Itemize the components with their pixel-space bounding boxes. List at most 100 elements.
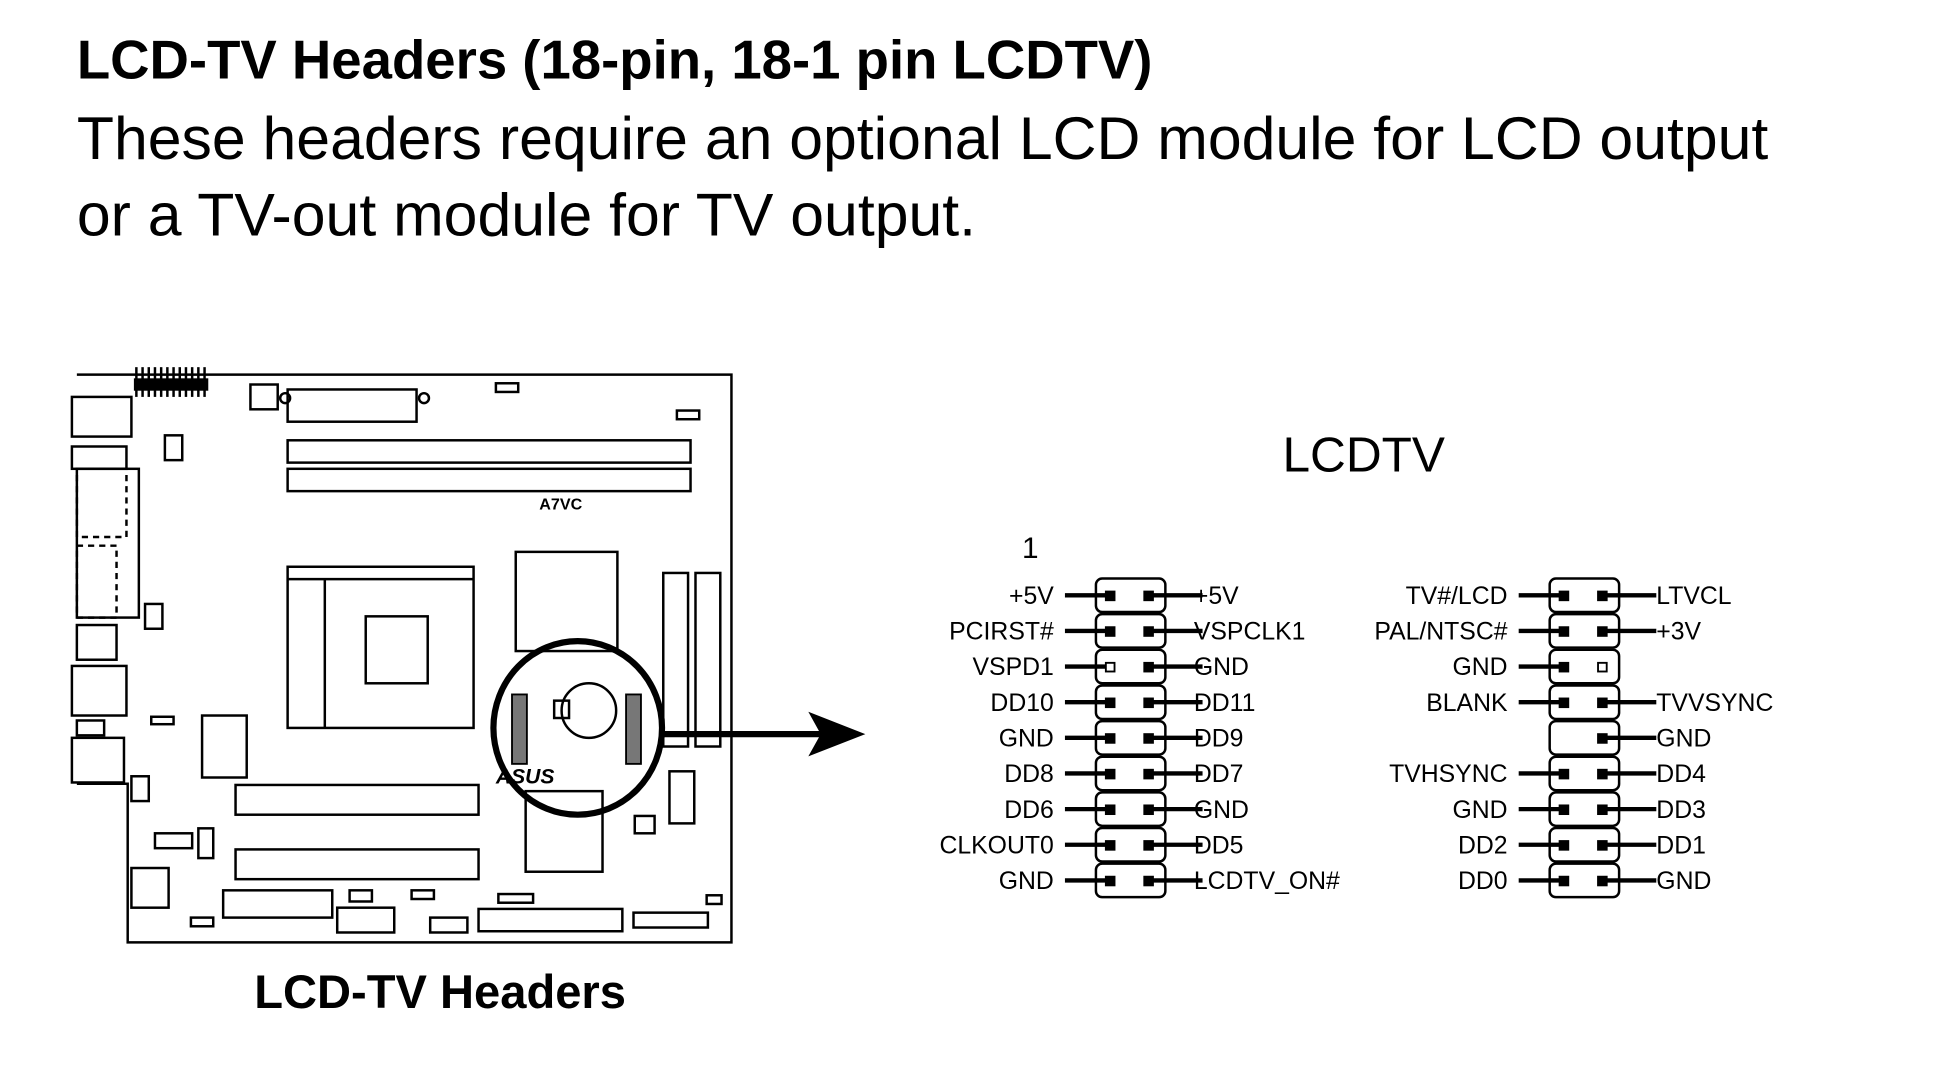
pci-slot-1	[234, 783, 480, 816]
cpu-socket	[286, 565, 475, 730]
io-ps2	[70, 395, 133, 438]
top-pin-header	[133, 367, 209, 397]
description-line-1: These headers require an optional LCD mo…	[77, 104, 1769, 172]
pin-label-left: VSPD1	[973, 654, 1054, 681]
pin-label-right: DD9	[1194, 726, 1244, 753]
pin-label-right: DD1	[1656, 832, 1706, 859]
connector-small	[143, 602, 164, 630]
pin-row: PCIRST#VSPCLK1	[949, 612, 1306, 649]
pin-label-left: PAL/NTSC#	[1374, 619, 1507, 646]
lcdtv-header-right	[625, 693, 642, 765]
battery	[560, 682, 618, 740]
pin	[1558, 590, 1570, 602]
pin-label-left: TV#/LCD	[1406, 583, 1508, 610]
pin	[1597, 875, 1608, 887]
pin-label-right: GND	[1656, 868, 1711, 895]
pin-row: TVHSYNC DD4	[1389, 755, 1706, 792]
pin	[1143, 626, 1154, 637]
pin-label-left: DD6	[1004, 797, 1054, 824]
pin	[1104, 697, 1116, 709]
pin-label-right: DD3	[1656, 797, 1706, 824]
pin-label-right: DD4	[1656, 761, 1706, 788]
pci-slot-2	[234, 848, 480, 881]
highlight-circle	[490, 638, 666, 818]
pin	[1597, 590, 1608, 602]
io-port	[70, 445, 128, 471]
pin	[1597, 697, 1608, 709]
pin	[1558, 875, 1570, 887]
pin-label-left: GND	[999, 726, 1054, 753]
pin	[1104, 840, 1116, 851]
motherboard-diagram: A7VC	[70, 367, 866, 1018]
connector-title: LCDTV	[1282, 426, 1445, 482]
pin-label-right: LTVCL	[1656, 583, 1731, 610]
pin	[1143, 697, 1154, 709]
description-line-2: or a TV-out module for TV output.	[77, 181, 976, 249]
pin-row: DD2 DD1	[1458, 826, 1706, 863]
pin-label-right: GND	[1194, 797, 1249, 824]
pin-row: VSPD1 GND	[973, 648, 1249, 685]
pin-label-left: TVHSYNC	[1389, 761, 1507, 788]
pin-label-left: DD8	[1004, 761, 1054, 788]
pin-label-left: GND	[1452, 654, 1507, 681]
pin-label-left: +5V	[1009, 583, 1054, 610]
pin-label-right: TVVSYNC	[1656, 690, 1773, 717]
pin	[1104, 768, 1116, 780]
board-caption: LCD-TV Headers	[254, 965, 626, 1018]
io-audio	[75, 719, 106, 737]
pin	[1558, 626, 1570, 637]
pin	[1143, 768, 1154, 780]
dimm-slot-2	[286, 467, 692, 493]
pin-label-right: +3V	[1656, 619, 1701, 646]
pin	[1597, 840, 1608, 851]
pin	[1143, 840, 1154, 851]
pin	[1143, 590, 1154, 602]
io-audio-jacks	[70, 736, 126, 784]
jumper	[494, 382, 520, 394]
pin-row: GND	[1452, 648, 1621, 685]
northbridge-chip	[514, 550, 619, 653]
io-serial-vga	[75, 467, 141, 619]
pin-label-left: DD2	[1458, 832, 1508, 859]
pin-no-connect	[1597, 661, 1608, 673]
pin-label-right: +5V	[1194, 583, 1239, 610]
pin	[1104, 626, 1116, 637]
pin	[1597, 733, 1608, 744]
pin-row: PAL/NTSC# +3V	[1374, 612, 1702, 649]
cpu-die	[364, 615, 429, 685]
pin	[1143, 661, 1154, 673]
arrow-head-icon	[808, 711, 866, 757]
board-model-label: A7VC	[539, 496, 582, 514]
ide-slot-1	[662, 571, 690, 748]
floppy-connector	[477, 907, 624, 933]
pin	[1558, 840, 1570, 851]
pin	[1104, 804, 1116, 816]
pin	[1597, 804, 1608, 816]
pin-label-left: GND	[999, 868, 1054, 895]
pin	[1104, 661, 1116, 673]
chip-small	[249, 383, 279, 411]
pin	[1597, 768, 1608, 780]
jumper	[675, 409, 701, 421]
parallel-port	[286, 388, 418, 423]
pin	[1104, 590, 1116, 602]
pin-row: GND DD9	[999, 719, 1244, 756]
pin	[1104, 733, 1116, 744]
pin-label-right: DD5	[1194, 832, 1244, 859]
pin-label-right: GND	[1656, 726, 1711, 753]
lcdtv-header-left	[511, 693, 528, 765]
dimm-slot-1	[286, 439, 692, 464]
pin-label-right: VSPCLK1	[1194, 619, 1306, 646]
pin	[1143, 804, 1154, 816]
pin-label-left: CLKOUT0	[939, 832, 1053, 859]
pin	[1104, 875, 1116, 887]
pin-label-left: DD0	[1458, 868, 1508, 895]
pin-label-right: GND	[1194, 654, 1249, 681]
